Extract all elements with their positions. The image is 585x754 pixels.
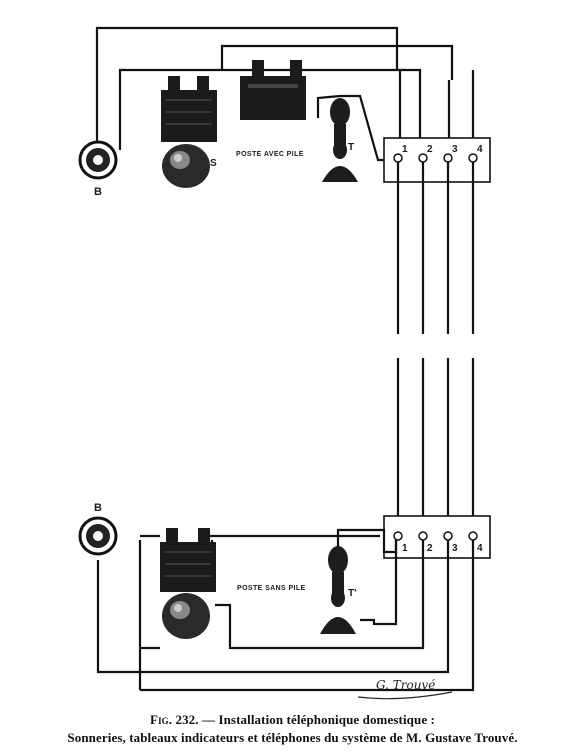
top-terminal-3: 3 [452, 144, 458, 155]
top-terminal-4: 4 [477, 144, 483, 155]
top-bell: S [161, 76, 217, 188]
top-battery: B [78, 140, 118, 198]
top-terminal-2: 2 [427, 144, 433, 155]
bottom-terminal-3: 3 [452, 543, 458, 554]
top-telephone: T [322, 98, 358, 182]
bottom-terminal-2: 2 [427, 543, 433, 554]
figure-caption-line-2: Sonneries, tableaux indicateurs et télép… [67, 730, 518, 745]
figure-caption-line-1: Fig. 232. — Installation téléphonique do… [0, 712, 585, 728]
bottom-terminal-4: 4 [477, 543, 483, 554]
bottom-battery-label: B [94, 502, 102, 514]
top-telephone-label: T [348, 142, 354, 153]
top-indicator [240, 60, 306, 120]
bottom-station-label: POSTE SANS PILE [237, 585, 306, 592]
top-battery-label: B [94, 186, 102, 198]
bottom-terminal-1: 1 [402, 543, 408, 554]
bottom-wiring [96, 528, 475, 692]
signature-text: G. Trouvé [376, 678, 435, 692]
bottom-telephone-label: T' [348, 588, 357, 599]
bottom-bell [160, 528, 216, 639]
signature: G. Trouvé [357, 678, 453, 700]
figure-caption-title: — Installation téléphonique domestique : [198, 712, 435, 727]
top-bell-label: S [210, 158, 217, 169]
line-wires [396, 162, 475, 530]
bottom-telephone: T' [320, 546, 357, 634]
figure-number: Fig. 232. [150, 712, 199, 727]
bottom-battery: B [78, 502, 118, 556]
top-station-label: POSTE AVEC PILE [236, 151, 304, 158]
top-terminal-1: 1 [402, 144, 408, 155]
